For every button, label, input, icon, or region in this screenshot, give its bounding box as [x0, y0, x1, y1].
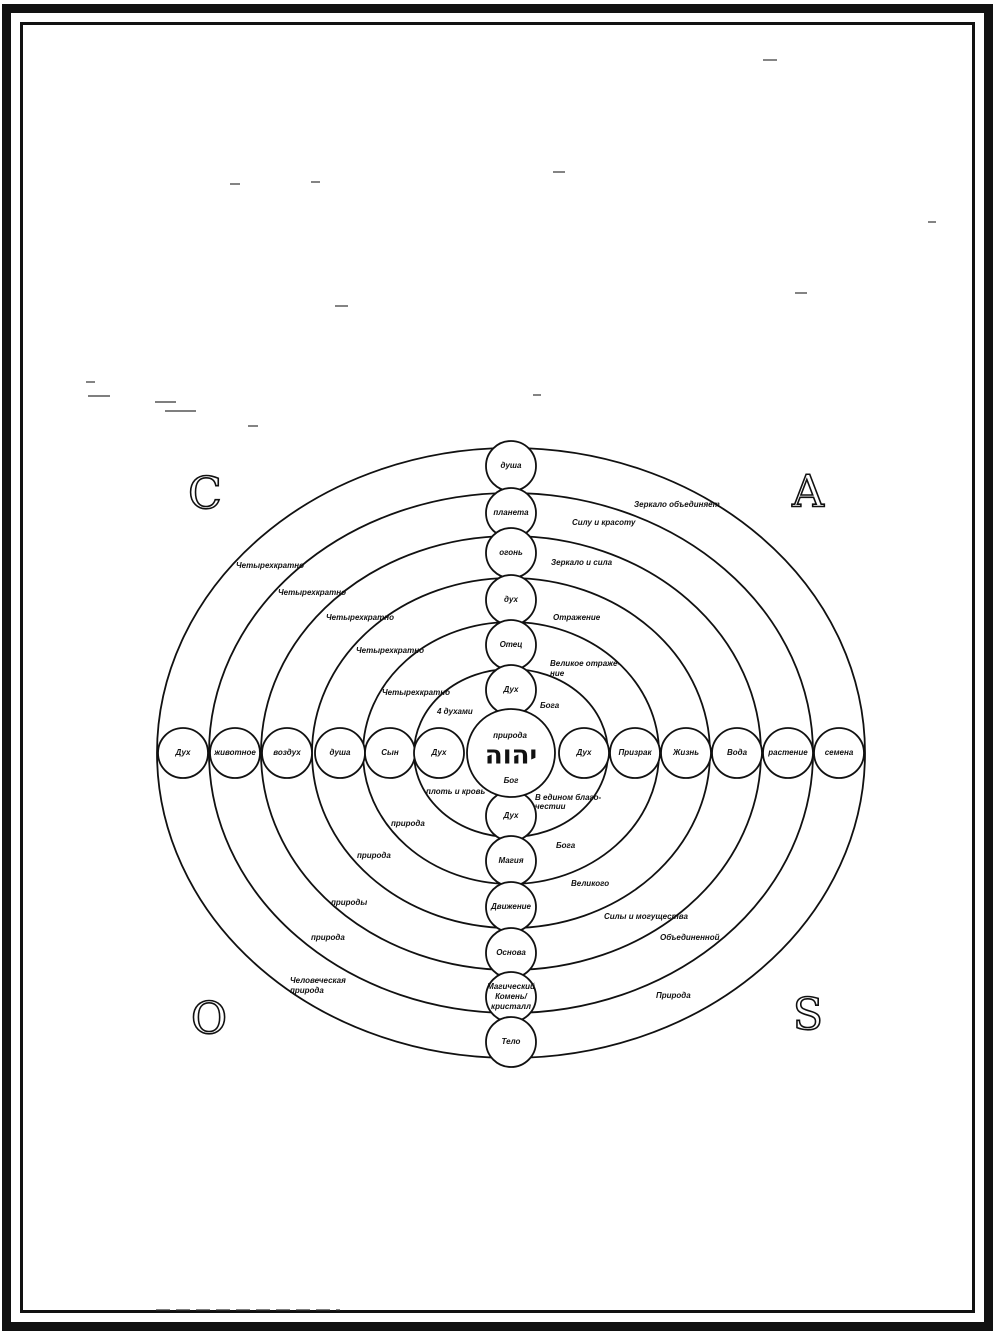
- node-label: огонь: [499, 548, 523, 557]
- right-node: Дух: [559, 728, 609, 778]
- ring-label: Четырехкратно: [356, 646, 424, 655]
- left-node: душа: [315, 728, 365, 778]
- ring-label: природа: [357, 851, 391, 860]
- left-node: воздух: [262, 728, 312, 778]
- vertical-node: огонь: [486, 528, 536, 578]
- node-label: Дух: [503, 811, 520, 820]
- node-label: семена: [825, 748, 854, 757]
- node-label: Отец: [500, 640, 523, 649]
- vertical-node: Дух: [486, 791, 536, 841]
- vertical-node: Дух: [486, 665, 536, 715]
- node-label: Дух: [576, 748, 593, 757]
- ring-label: Зеркало объединяет: [634, 500, 720, 509]
- ring-label: Отражение: [553, 613, 601, 622]
- node-label: Вода: [727, 748, 748, 757]
- center-node: природа יהוה Бог: [467, 709, 555, 797]
- left-node: Сын: [365, 728, 415, 778]
- node-label: дух: [504, 595, 518, 604]
- ring-label: Четырехкратно: [278, 588, 346, 597]
- ring-label: Силы и могущества: [604, 912, 688, 921]
- ring-label: 4 духами: [436, 707, 473, 716]
- left-node: Дух: [414, 728, 464, 778]
- ring-label: В едином благо-честии: [535, 793, 601, 811]
- ring-label: Объединенной: [660, 933, 720, 942]
- node-label: Магия: [498, 856, 523, 865]
- ring-label: Четырехкратно: [236, 561, 304, 570]
- corner-letter-a: A: [791, 467, 825, 518]
- vertical-node: Магия: [486, 836, 536, 886]
- right-node: семена: [814, 728, 864, 778]
- ring-label: Великого: [571, 879, 609, 888]
- ring-label: природы: [331, 898, 367, 907]
- node-label: воздух: [273, 748, 301, 757]
- ring-label: Бога: [556, 841, 576, 850]
- node-label: животное: [213, 748, 256, 757]
- ring-label: Четырехкратно: [326, 613, 394, 622]
- corner-letter-c: C: [188, 469, 222, 520]
- vertical-node: душа: [486, 441, 536, 491]
- node-label: планета: [493, 508, 529, 517]
- ring-label: природа: [311, 933, 345, 942]
- node-label: Дух: [503, 685, 520, 694]
- vertical-node: Движение: [486, 882, 536, 932]
- node-label: Призрак: [619, 748, 653, 757]
- right-node: Вода: [712, 728, 762, 778]
- right-node: Жизнь: [661, 728, 711, 778]
- node-label: душа: [501, 461, 523, 470]
- center-below-label: Бог: [504, 776, 520, 785]
- left-node: животное: [210, 728, 260, 778]
- vertical-node: Тело: [486, 1017, 536, 1067]
- vertical-node: Основа: [486, 928, 536, 978]
- ring-label: плоть и кровь: [426, 787, 486, 796]
- ring-label: Природа: [656, 991, 691, 1000]
- node-label: Тело: [502, 1037, 521, 1046]
- center-glyph: יהוה: [485, 741, 537, 771]
- node-label: Дух: [431, 748, 448, 757]
- right-node: Призрак: [610, 728, 660, 778]
- left-node: Дух: [158, 728, 208, 778]
- right-node: растение: [763, 728, 813, 778]
- corner-letter-s: S: [793, 990, 823, 1041]
- ring-label: природа: [391, 819, 425, 828]
- vertical-node: Отец: [486, 620, 536, 670]
- ring-label: Великое отраже-ние: [550, 659, 620, 678]
- node-label: Дух: [175, 748, 192, 757]
- ring-label: Зеркало и сила: [551, 558, 613, 567]
- node-label: душа: [330, 748, 352, 757]
- node-label: Жизнь: [672, 748, 699, 757]
- center-above-label: природа: [493, 731, 527, 740]
- ring-label: Четырехкратно: [382, 688, 450, 697]
- corner-letter-o: O: [191, 994, 227, 1045]
- node-label: Сын: [381, 748, 399, 757]
- node-label: Движение: [490, 902, 532, 911]
- node-label: Основа: [496, 948, 526, 957]
- node-label: растение: [767, 748, 808, 757]
- ring-label: Силу и красоту: [572, 518, 636, 527]
- ring-label: Бога: [540, 701, 560, 710]
- vertical-node: дух: [486, 575, 536, 625]
